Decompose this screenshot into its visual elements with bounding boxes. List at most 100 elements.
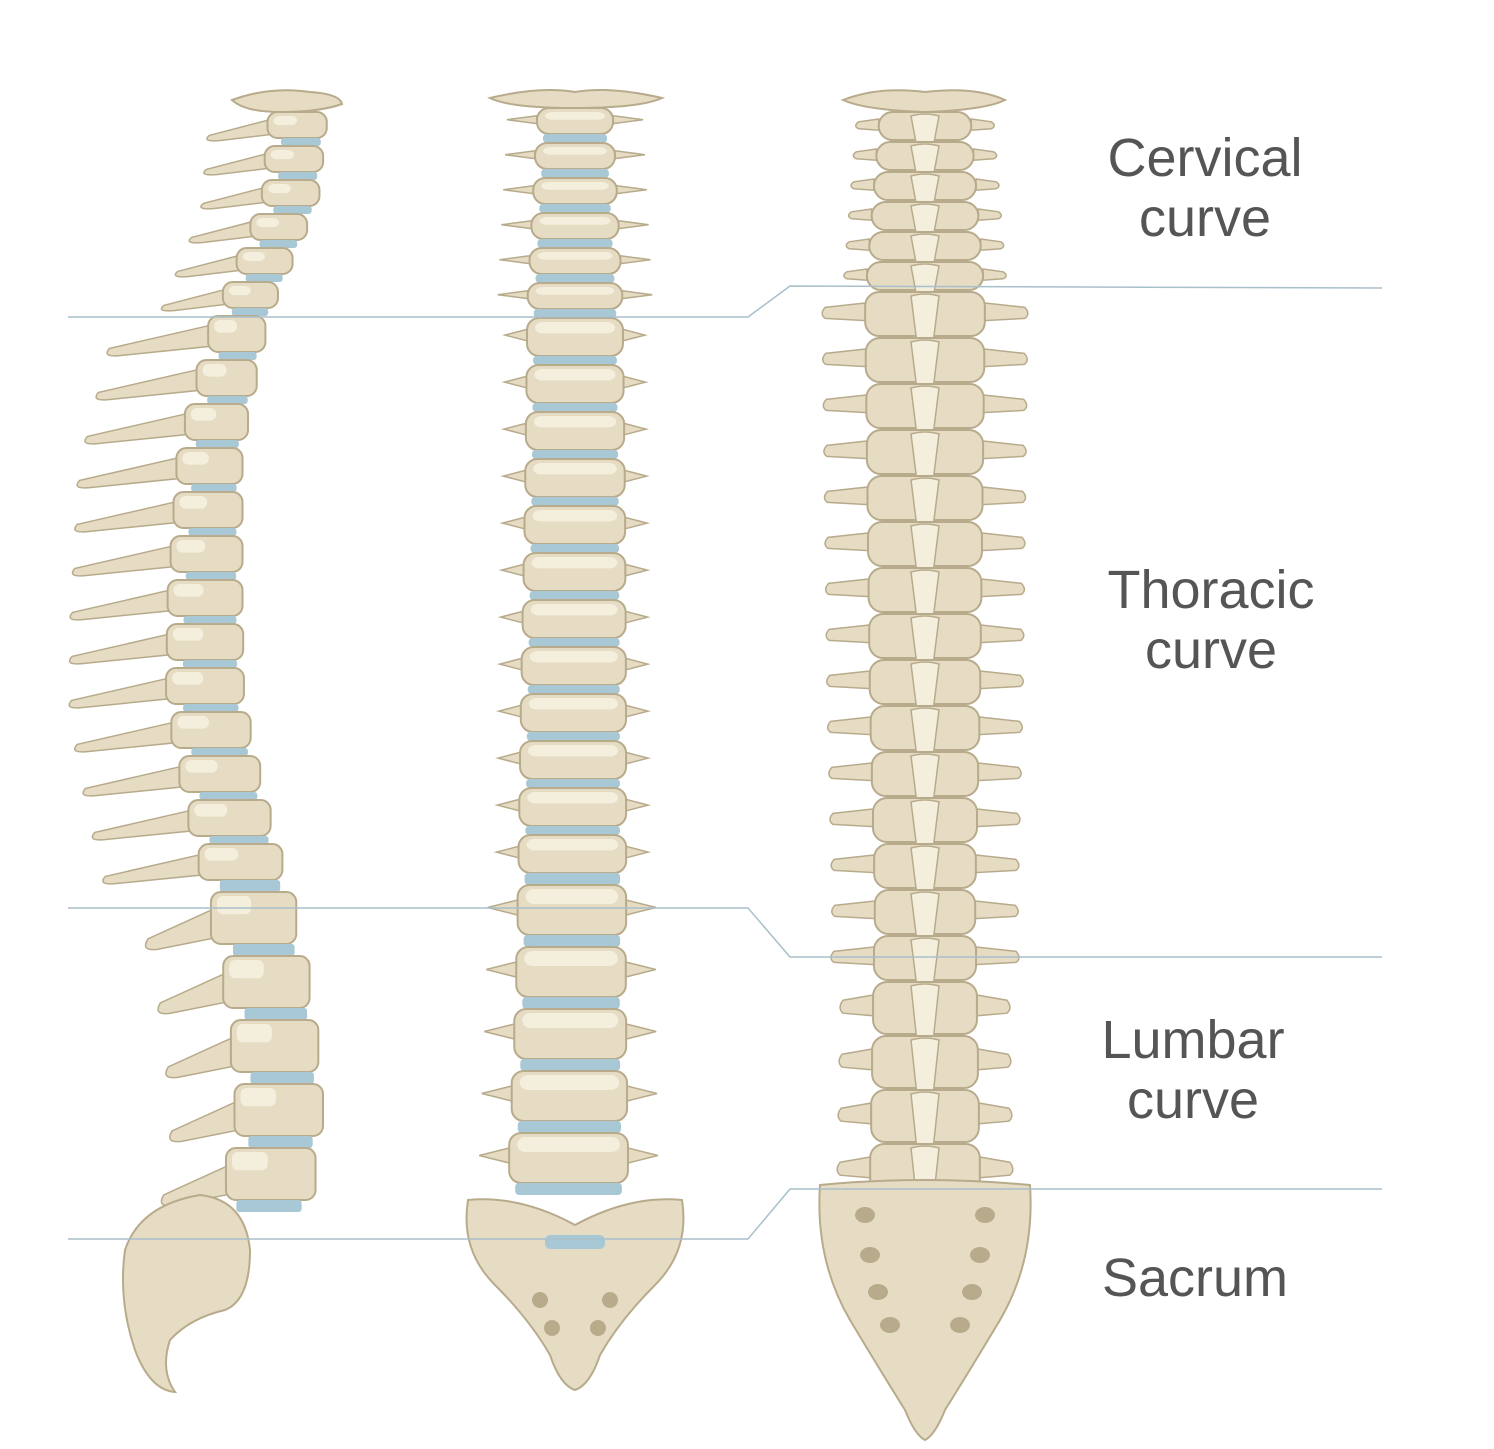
anterior-disc	[541, 169, 609, 178]
lateral-sacrum	[121, 1193, 252, 1394]
spine-anterior-view	[465, 89, 685, 1392]
posterior-transverse-processes	[823, 486, 1027, 506]
posterior-transverse-processes	[852, 148, 998, 162]
anterior-disc	[528, 638, 620, 647]
anterior-vertebra	[526, 282, 624, 310]
posterior-transverse-processes	[847, 208, 1003, 222]
anterior-atlas	[487, 89, 666, 110]
lateral-spinous-process	[82, 762, 205, 797]
lateral-spinous-process	[71, 542, 194, 577]
lateral-disc	[183, 704, 239, 712]
lateral-vertebra-highlight	[267, 184, 291, 194]
lateral-vertebra	[263, 145, 325, 173]
anterior-disc	[523, 935, 621, 947]
anterior-sacrum	[465, 1198, 685, 1392]
lateral-disc	[248, 1136, 313, 1148]
anterior-disc	[524, 873, 621, 885]
posterior-transverse-processes	[839, 994, 1011, 1017]
anterior-vertebra-highlight	[533, 416, 617, 428]
lateral-spinous-process	[160, 286, 241, 312]
anterior-vertebra-highlight	[543, 147, 607, 155]
anterior-sacral-foramen	[544, 1320, 560, 1336]
lateral-disc	[185, 572, 237, 580]
lateral-disc	[182, 660, 238, 668]
anterior-vertebra-highlight	[529, 651, 618, 663]
label-cervical-line2: curve	[1138, 188, 1272, 248]
lateral-spinous-process	[102, 850, 225, 885]
lateral-vertebra-highlight	[182, 452, 209, 465]
anterior-disc	[535, 274, 615, 283]
posterior-transverse-processes	[826, 716, 1024, 736]
lateral-atlas	[230, 89, 344, 114]
lateral-vertebra-highlight	[202, 364, 227, 377]
anterior-disc	[530, 544, 620, 553]
anterior-disc	[527, 685, 620, 694]
posterior-transverse-processes	[821, 302, 1029, 322]
anterior-sacral-foramen	[602, 1292, 618, 1308]
lateral-vertebra-highlight	[242, 252, 265, 262]
posterior-transverse-processes	[828, 762, 1022, 782]
anterior-vertebra-highlight	[537, 252, 613, 260]
anterior-vertebra	[532, 177, 618, 205]
label-thoracic-line2: curve	[1144, 620, 1278, 680]
lateral-vertebra-highlight	[240, 1088, 276, 1107]
divider-lumbar-sacrum	[68, 1188, 1382, 1240]
spine-posterior-view	[818, 89, 1032, 1442]
lateral-spinous-process	[68, 630, 191, 665]
anterior-sacral-foramen	[590, 1320, 606, 1336]
lateral-vertebra-highlight	[194, 804, 228, 817]
lateral-vertebra-highlight	[216, 896, 252, 915]
lateral-disc	[232, 944, 295, 956]
lateral-disc	[191, 484, 237, 492]
lateral-disc	[218, 352, 257, 360]
posterior-transverse-processes	[824, 532, 1026, 552]
lateral-vertebra	[235, 247, 294, 275]
lateral-disc	[195, 440, 239, 448]
posterior-transverse-processes	[824, 578, 1026, 598]
lateral-vertebra-highlight	[179, 496, 208, 509]
anterior-vertebra-highlight	[531, 557, 618, 569]
anterior-disc	[542, 134, 608, 143]
anterior-vertebra-highlight	[530, 604, 618, 616]
posterior-transverse-processes	[822, 394, 1028, 414]
posterior-atlas	[840, 89, 1008, 114]
lateral-vertebra-highlight	[256, 218, 280, 228]
posterior-transverse-processes	[845, 238, 1005, 252]
anterior-vertebra	[535, 107, 615, 135]
lateral-spinous-process	[174, 252, 255, 278]
label-sacrum-line1: Sacrum	[1101, 1248, 1289, 1308]
posterior-transverse-processes	[836, 1156, 1014, 1179]
lateral-vertebra-highlight	[231, 1152, 268, 1171]
lateral-vertebra-highlight	[185, 760, 218, 773]
label-thoracic-line1: Thoracic	[1107, 560, 1315, 620]
lateral-vertebra-highlight	[270, 150, 295, 160]
anterior-vertebra-highlight	[528, 698, 619, 710]
label-lumbar-line2: curve	[1126, 1070, 1260, 1130]
lateral-spinous-process	[200, 184, 281, 210]
anterior-disc	[520, 1059, 621, 1071]
lateral-vertebra-highlight	[229, 960, 264, 979]
lateral-vertebra-highlight	[172, 628, 204, 641]
lateral-spinous-process	[74, 498, 196, 533]
label-cervical-curve: Cervical curve	[1060, 128, 1350, 248]
lateral-spinous-process	[76, 454, 198, 489]
lateral-vertebra-highlight	[273, 116, 298, 126]
posterior-sacral-foramen	[970, 1247, 990, 1263]
lateral-vertebra-highlight	[214, 320, 238, 333]
lateral-vertebra-highlight	[172, 672, 204, 685]
lateral-spinous-process	[74, 718, 197, 753]
posterior-transverse-processes	[826, 670, 1024, 690]
spine-lateral-view	[68, 89, 344, 1394]
lateral-vertebra-highlight	[176, 540, 206, 553]
lateral-disc	[231, 308, 269, 316]
anterior-vertebra-highlight	[534, 369, 616, 381]
anterior-vertebra-highlight	[525, 889, 619, 904]
lateral-disc	[209, 836, 269, 844]
posterior-transverse-processes	[830, 946, 1020, 966]
anterior-disc	[532, 403, 618, 412]
anterior-disc	[517, 1121, 622, 1133]
label-cervical-line1: Cervical	[1107, 128, 1303, 188]
anterior-vertebra-highlight	[527, 792, 619, 804]
anterior-vertebra-highlight	[541, 182, 609, 190]
